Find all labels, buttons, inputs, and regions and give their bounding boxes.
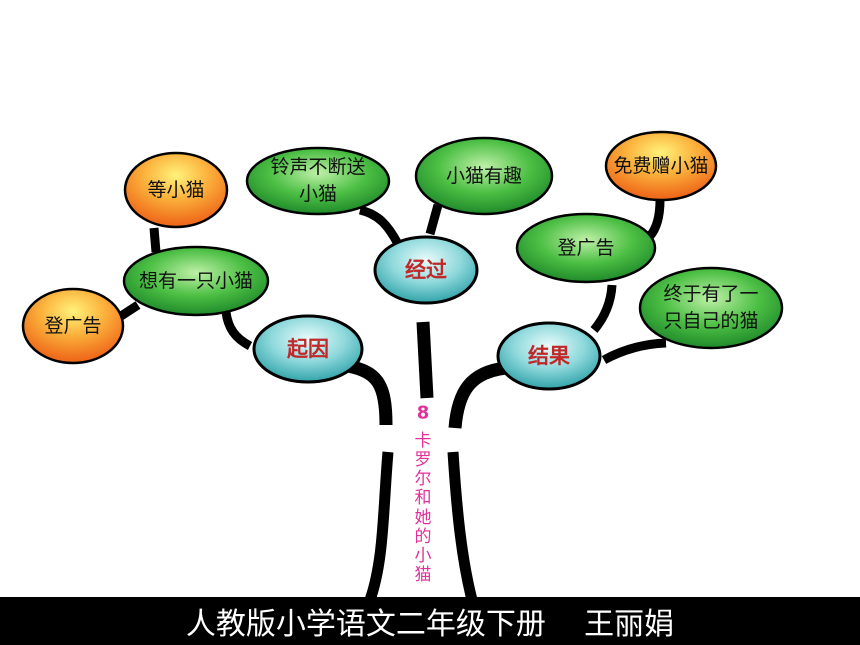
leaf-ad-left-label: 登广告 bbox=[44, 315, 101, 337]
leaf-own-cat-label-1: 终于有了一 bbox=[663, 283, 758, 305]
trunk-right bbox=[447, 451, 477, 597]
footer-banner: 人教版小学语文二年级下册 王丽娟 bbox=[0, 597, 860, 645]
link-process-fun bbox=[425, 203, 443, 236]
leaf-want-cat: 想有一只小猫 bbox=[122, 245, 270, 317]
leaf-wait-cat-label: 等小猫 bbox=[147, 179, 204, 201]
title-char: 和 bbox=[415, 488, 432, 508]
node-process-label: 经过 bbox=[405, 258, 447, 282]
link-ad-free bbox=[646, 199, 665, 239]
node-process: 经过 bbox=[373, 235, 479, 305]
lesson-number: 8 bbox=[417, 403, 430, 424]
leaf-ad-right: 登广告 bbox=[515, 212, 657, 284]
leaf-own-cat: 终于有了一 只自己的猫 bbox=[638, 266, 784, 350]
title-char: 尔 bbox=[415, 469, 432, 489]
trunk-left bbox=[365, 451, 394, 597]
leaf-ad-left: 登广告 bbox=[21, 287, 125, 365]
node-cause: 起因 bbox=[252, 314, 364, 384]
branch-cause bbox=[346, 359, 393, 426]
link-want-wait bbox=[149, 227, 161, 253]
leaf-bell-label-2: 小猫 bbox=[299, 183, 337, 205]
leaf-cat-fun-label: 小猫有趣 bbox=[446, 165, 522, 187]
node-result-label: 结果 bbox=[528, 344, 570, 368]
leaf-free-gift-label: 免费赠小猫 bbox=[613, 155, 708, 177]
leaf-bell: 铃声不断送 小猫 bbox=[245, 146, 391, 216]
mind-map-tree: 想有一只小猫 铃声不断送 小猫 小猫有趣 登广告 终于有了一 只自己的猫 等小猫… bbox=[21, 130, 784, 597]
link-process-bell bbox=[358, 205, 402, 247]
lesson-title: 8 卡 罗 尔 和 她 的 小 猫 bbox=[415, 403, 432, 586]
link-cause-want bbox=[221, 311, 253, 350]
leaf-ad-right-label: 登广告 bbox=[557, 237, 614, 259]
title-char: 小 bbox=[415, 546, 432, 566]
link-result-own bbox=[601, 338, 667, 364]
branch-result bbox=[448, 361, 507, 429]
title-char: 她 bbox=[415, 508, 432, 528]
leaf-want-cat-label: 想有一只小猫 bbox=[139, 270, 253, 292]
leaf-cat-fun: 小猫有趣 bbox=[414, 136, 554, 216]
title-char: 卡 bbox=[415, 431, 432, 451]
leaf-bell-label-1: 铃声不断送 bbox=[270, 156, 365, 178]
title-char: 罗 bbox=[415, 450, 432, 470]
leaf-wait-cat: 等小猫 bbox=[123, 151, 229, 229]
title-char: 猫 bbox=[415, 565, 432, 585]
title-char: 的 bbox=[415, 527, 432, 547]
branch-process bbox=[416, 321, 434, 399]
node-cause-label: 起因 bbox=[286, 337, 329, 361]
leaf-free-gift: 免费赠小猫 bbox=[604, 130, 718, 202]
link-result-ad bbox=[590, 284, 617, 333]
node-result: 结果 bbox=[496, 321, 602, 391]
tree-branches bbox=[115, 199, 667, 597]
leaf-own-cat-label-2: 只自己的猫 bbox=[663, 310, 758, 332]
